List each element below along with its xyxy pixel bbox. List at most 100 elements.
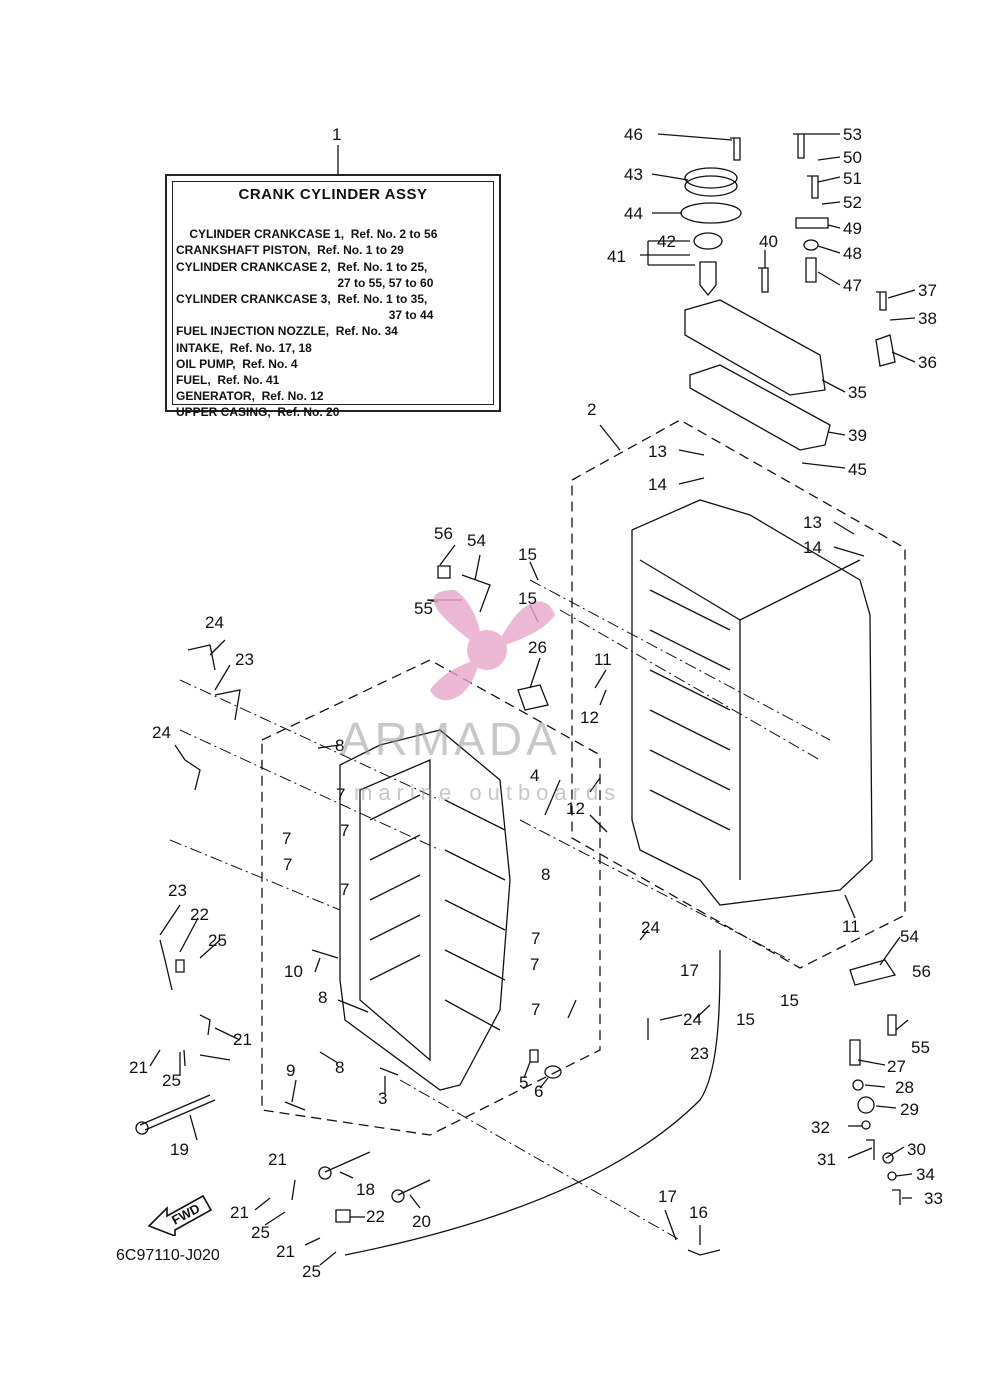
callout-23c: 23 (690, 1044, 709, 1063)
callout-23b: 23 (168, 881, 187, 900)
callout-56b: 56 (912, 962, 931, 981)
callout-14b: 14 (803, 538, 822, 557)
callout-24: 24 (205, 613, 224, 632)
callout-15c: 15 (736, 1010, 755, 1029)
callout-31: 31 (817, 1150, 836, 1169)
callout-29: 29 (900, 1100, 919, 1119)
callout-22: 22 (190, 905, 209, 924)
callout-39: 39 (848, 426, 867, 445)
callout-18: 18 (356, 1180, 375, 1199)
callout-13: 13 (648, 442, 667, 461)
ref-line: CRANKSHAFT PISTON, Ref. No. 1 to 29 (176, 243, 404, 258)
callout-50: 50 (843, 148, 862, 167)
callout-12b: 12 (566, 799, 585, 818)
callout-25d: 25 (302, 1262, 321, 1281)
callout-15: 15 (518, 545, 537, 564)
fwd-arrow-icon: FWD (147, 1194, 213, 1236)
callout-47: 47 (843, 276, 862, 295)
callout-1: 1 (332, 125, 341, 144)
watermark-propeller-logo (430, 590, 555, 701)
assembly-reference-list: CYLINDER CRANKCASE 1, Ref. No. 2 to 56 C… (176, 210, 437, 437)
callout-5: 5 (519, 1073, 528, 1092)
callout-41: 41 (607, 247, 626, 266)
callout-54: 54 (467, 531, 486, 550)
callout-48: 48 (843, 244, 862, 263)
ref-line: GENERATOR, Ref. No. 12 (176, 389, 324, 404)
ref-line: 37 to 44 (388, 308, 434, 323)
callout-34: 34 (916, 1165, 935, 1184)
callout-9: 9 (286, 1061, 295, 1080)
ref-line: FUEL INJECTION NOZZLE, Ref. No. 34 (176, 324, 398, 339)
callout-21c: 21 (268, 1150, 287, 1169)
assembly-title: CRANK CYLINDER ASSY (238, 186, 428, 203)
callout-53: 53 (843, 125, 862, 144)
callout-27: 27 (887, 1057, 906, 1076)
callout-15d: 15 (780, 991, 799, 1010)
callout-55: 55 (414, 599, 433, 618)
callout-8b: 8 (541, 865, 550, 884)
callout-21e: 21 (276, 1242, 295, 1261)
callout-49: 49 (843, 219, 862, 238)
callout-21b: 21 (233, 1030, 252, 1049)
callout-7: 7 (336, 785, 345, 804)
callout-45: 45 (848, 460, 867, 479)
callout-22b: 22 (366, 1207, 385, 1226)
callout-24c: 24 (641, 918, 660, 937)
callout-19: 19 (170, 1140, 189, 1159)
callout-35: 35 (848, 383, 867, 402)
callout-7b: 7 (340, 821, 349, 840)
callout-21: 21 (129, 1058, 148, 1077)
callout-10: 10 (284, 962, 303, 981)
ref-line: CYLINDER CRANKCASE 3, Ref. No. 1 to 35, (176, 292, 428, 307)
callout-51: 51 (843, 169, 862, 188)
drawing-code: 6C97110-J020 (116, 1247, 220, 1264)
ref-line: INTAKE, Ref. No. 17, 18 (176, 340, 312, 355)
callout-6: 6 (534, 1082, 543, 1101)
callout-15b: 15 (518, 589, 537, 608)
callout-24d: 24 (683, 1010, 702, 1029)
callout-23: 23 (235, 650, 254, 669)
callout-26: 26 (528, 638, 547, 657)
ref-line: FUEL, Ref. No. 41 (176, 373, 280, 388)
callout-13b: 13 (803, 513, 822, 532)
title-box-inner-border (172, 181, 494, 405)
callout-4: 4 (530, 766, 539, 785)
callout-37: 37 (918, 281, 937, 300)
callout-30: 30 (907, 1140, 926, 1159)
callout-7h: 7 (531, 1000, 540, 1019)
ref-line: CYLINDER CRANKCASE 1, Ref. No. 2 to 56 (189, 227, 438, 242)
callout-32: 32 (811, 1118, 830, 1137)
callout-44: 44 (624, 204, 643, 223)
callout-layer: 1 2 3 4 5 6 7 7 7 7 7 7 7 7 8 8 8 8 9 10… (129, 125, 943, 1281)
callout-54b: 54 (900, 927, 919, 946)
callout-46: 46 (624, 125, 643, 144)
callout-56: 56 (434, 524, 453, 543)
callout-7c: 7 (282, 829, 291, 848)
callout-40: 40 (759, 232, 778, 251)
callout-17b: 17 (658, 1187, 677, 1206)
ref-line: 27 to 55, 57 to 60 (337, 275, 434, 290)
callout-7e: 7 (340, 880, 349, 899)
callout-8c: 8 (318, 988, 327, 1007)
callout-11: 11 (594, 650, 612, 669)
callout-25b: 25 (162, 1071, 181, 1090)
watermark-subtext: marine outboards (354, 780, 622, 805)
callout-8: 8 (335, 736, 344, 755)
callout-21d: 21 (230, 1203, 249, 1222)
callout-38: 38 (918, 309, 937, 328)
callout-7g: 7 (530, 955, 539, 974)
callout-25c: 25 (251, 1223, 270, 1242)
callout-12: 12 (580, 708, 599, 727)
callout-20: 20 (412, 1212, 431, 1231)
callout-43: 43 (624, 165, 643, 184)
callout-25: 25 (208, 931, 227, 950)
callout-11b: 11 (842, 917, 860, 936)
callout-14: 14 (648, 475, 667, 494)
callout-55b: 55 (911, 1038, 930, 1057)
callout-52: 52 (843, 193, 862, 212)
callout-42: 42 (657, 232, 676, 251)
callout-36: 36 (918, 353, 937, 372)
assembly-title-box: CRANK CYLINDER ASSY CYLINDER CRANKCASE 1… (165, 174, 501, 419)
